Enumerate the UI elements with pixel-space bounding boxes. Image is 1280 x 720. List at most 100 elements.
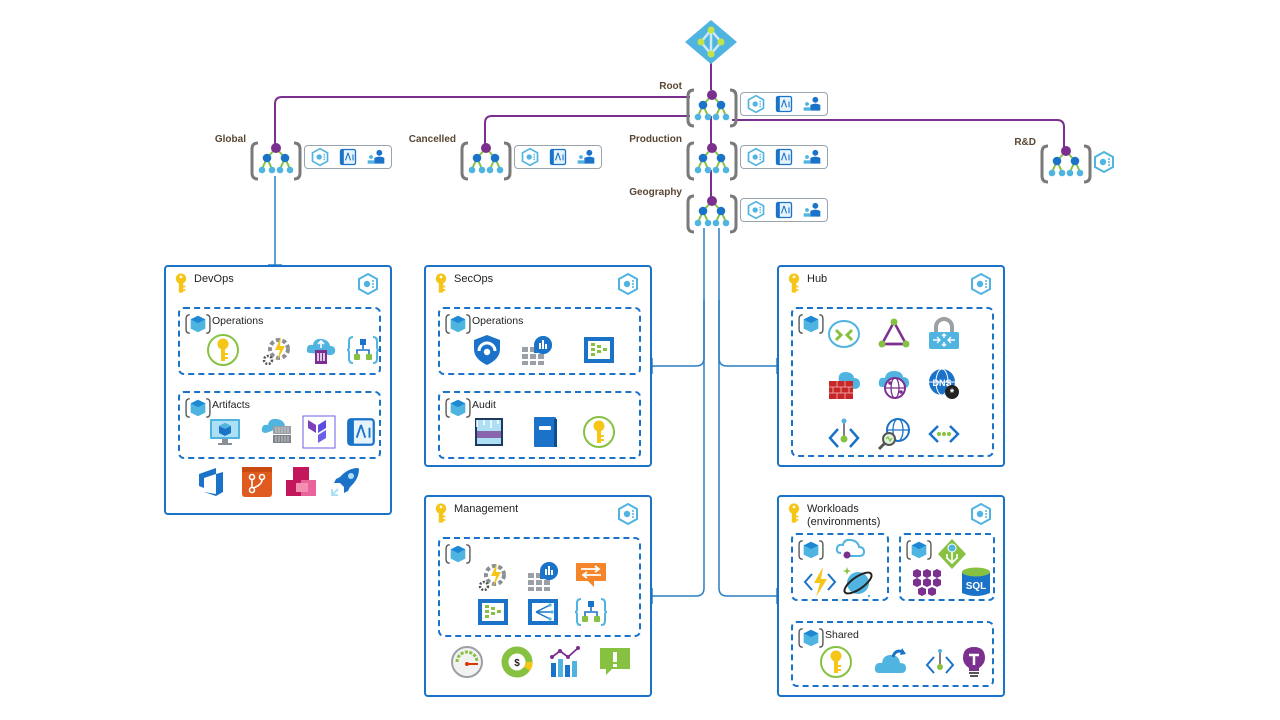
svg-text:DNS: DNS xyxy=(932,378,951,388)
backup-icon[interactable] xyxy=(873,645,907,679)
blueprint-icon[interactable] xyxy=(337,147,359,167)
rbac-icon[interactable] xyxy=(801,147,823,167)
resource-group-management[interactable] xyxy=(438,537,641,637)
policy-icon[interactable] xyxy=(519,147,541,167)
subscription-management[interactable]: Management $ xyxy=(424,495,652,697)
app-service-icon[interactable] xyxy=(833,537,867,571)
network-watcher-icon[interactable] xyxy=(877,417,911,451)
blueprint-icon[interactable] xyxy=(547,147,569,167)
virtual-wan-icon[interactable] xyxy=(877,317,911,351)
sql-database-icon[interactable]: SQL xyxy=(959,565,993,599)
policy-icon[interactable] xyxy=(309,147,331,167)
resource-group-operations[interactable]: Operations xyxy=(178,307,381,375)
terraform-icon[interactable] xyxy=(302,415,336,449)
azure-devops-icon[interactable] xyxy=(196,465,230,499)
resource-group-title: Operations xyxy=(472,315,524,327)
subscription-hub[interactable]: Hub DNS* xyxy=(777,265,1005,467)
resource-group-operations[interactable]: Operations xyxy=(438,307,641,375)
key-vault-icon[interactable] xyxy=(206,333,240,367)
rbac-icon[interactable] xyxy=(575,147,597,167)
blueprint-icon[interactable] xyxy=(773,147,795,167)
resource-group-title: Artifacts xyxy=(212,399,250,411)
azure-repos-icon[interactable] xyxy=(240,465,274,499)
vpn-gateway-icon[interactable] xyxy=(827,317,861,351)
subscription-title: Management xyxy=(454,503,519,515)
security-center-icon[interactable] xyxy=(470,333,504,367)
policy-icon[interactable] xyxy=(745,94,767,114)
management-group-rnd[interactable] xyxy=(1038,142,1094,186)
subscription-devops[interactable]: DevOps Operations Artifacts xyxy=(164,265,392,515)
storage-archive-icon[interactable] xyxy=(472,415,506,449)
management-group-icon xyxy=(1040,144,1092,184)
workbook-icon[interactable] xyxy=(528,415,562,449)
policy-icon[interactable] xyxy=(616,272,640,301)
monitor-gauge-icon[interactable] xyxy=(450,645,484,679)
logic-app-icon[interactable] xyxy=(574,595,608,629)
blueprint-icon[interactable] xyxy=(773,200,795,220)
logic-app-icon[interactable] xyxy=(346,333,380,367)
automation-icon[interactable] xyxy=(260,333,294,367)
event-grid-icon[interactable] xyxy=(574,559,608,593)
resource-group-audit[interactable]: Audit xyxy=(438,391,641,459)
resource-group-icon xyxy=(184,397,212,424)
virtual-network-icon[interactable] xyxy=(827,417,861,451)
blueprint-icon[interactable] xyxy=(773,94,795,114)
policy-icon[interactable] xyxy=(745,147,767,167)
app-insights-icon[interactable] xyxy=(957,645,991,679)
azure-pipelines-icon[interactable] xyxy=(328,465,362,499)
key-vault-icon[interactable] xyxy=(819,645,853,679)
rbac-icon[interactable] xyxy=(365,147,387,167)
firewall-icon[interactable] xyxy=(827,367,861,401)
container-registry-icon[interactable] xyxy=(260,415,294,449)
front-door-icon[interactable] xyxy=(877,367,911,401)
private-link-icon[interactable] xyxy=(923,645,957,679)
vpn-lock-icon[interactable] xyxy=(927,317,961,351)
management-group-icon xyxy=(686,88,738,128)
sentinel-icon[interactable] xyxy=(476,595,510,629)
management-group-production[interactable] xyxy=(684,139,740,183)
function-app-icon[interactable] xyxy=(803,565,837,599)
cost-management-icon[interactable]: $ xyxy=(500,645,534,679)
key-vault-icon[interactable] xyxy=(582,415,616,449)
storage-upload-icon[interactable] xyxy=(304,333,338,367)
resource-group-icon xyxy=(444,543,472,570)
policy-icon[interactable] xyxy=(969,502,993,531)
cosmos-db-icon[interactable] xyxy=(841,565,875,599)
policy-icon[interactable] xyxy=(356,272,380,301)
svg-text:*: * xyxy=(950,387,955,399)
subscription-secops[interactable]: SecOps Operations Audit xyxy=(424,265,652,467)
diagnostics-icon[interactable] xyxy=(526,595,560,629)
management-group-cancelled[interactable] xyxy=(458,139,514,183)
azure-artifacts-icon[interactable] xyxy=(284,465,318,499)
blueprint-icon[interactable] xyxy=(344,415,378,449)
policy-icon[interactable] xyxy=(616,502,640,531)
resource-group-icon xyxy=(797,539,825,566)
private-dns-icon[interactable]: DNS* xyxy=(927,367,961,401)
policy-icon[interactable] xyxy=(1092,150,1116,179)
alerts-icon[interactable] xyxy=(598,645,632,679)
sentinel-icon[interactable] xyxy=(582,333,616,367)
management-group-global[interactable] xyxy=(248,139,304,183)
subscription-workloads[interactable]: Workloads(environments) SQL Shared xyxy=(777,495,1005,697)
log-analytics-icon[interactable] xyxy=(520,333,554,367)
policy-icon[interactable] xyxy=(969,272,993,301)
vm-image-icon[interactable] xyxy=(208,415,242,449)
rbac-icon[interactable] xyxy=(801,200,823,220)
resource-group-containers[interactable]: SQL xyxy=(899,533,995,601)
private-endpoint-icon[interactable] xyxy=(927,417,961,451)
container-instances-icon[interactable] xyxy=(935,537,969,571)
log-analytics-icon[interactable] xyxy=(526,559,560,593)
aks-icon[interactable] xyxy=(911,565,945,599)
management-group-root[interactable] xyxy=(684,86,740,130)
rbac-icon[interactable] xyxy=(801,94,823,114)
management-group-geography[interactable] xyxy=(684,192,740,236)
tenant-root-icon xyxy=(683,18,739,66)
resource-group-shared[interactable]: Shared xyxy=(791,621,994,687)
resource-group-icon xyxy=(797,627,825,654)
resource-group-hub[interactable]: DNS* xyxy=(791,307,994,457)
resource-group-artifacts[interactable]: Artifacts xyxy=(178,391,381,459)
resource-group-app[interactable] xyxy=(791,533,889,601)
metrics-icon[interactable] xyxy=(548,645,582,679)
policy-icon[interactable] xyxy=(745,200,767,220)
automation-icon[interactable] xyxy=(476,559,510,593)
